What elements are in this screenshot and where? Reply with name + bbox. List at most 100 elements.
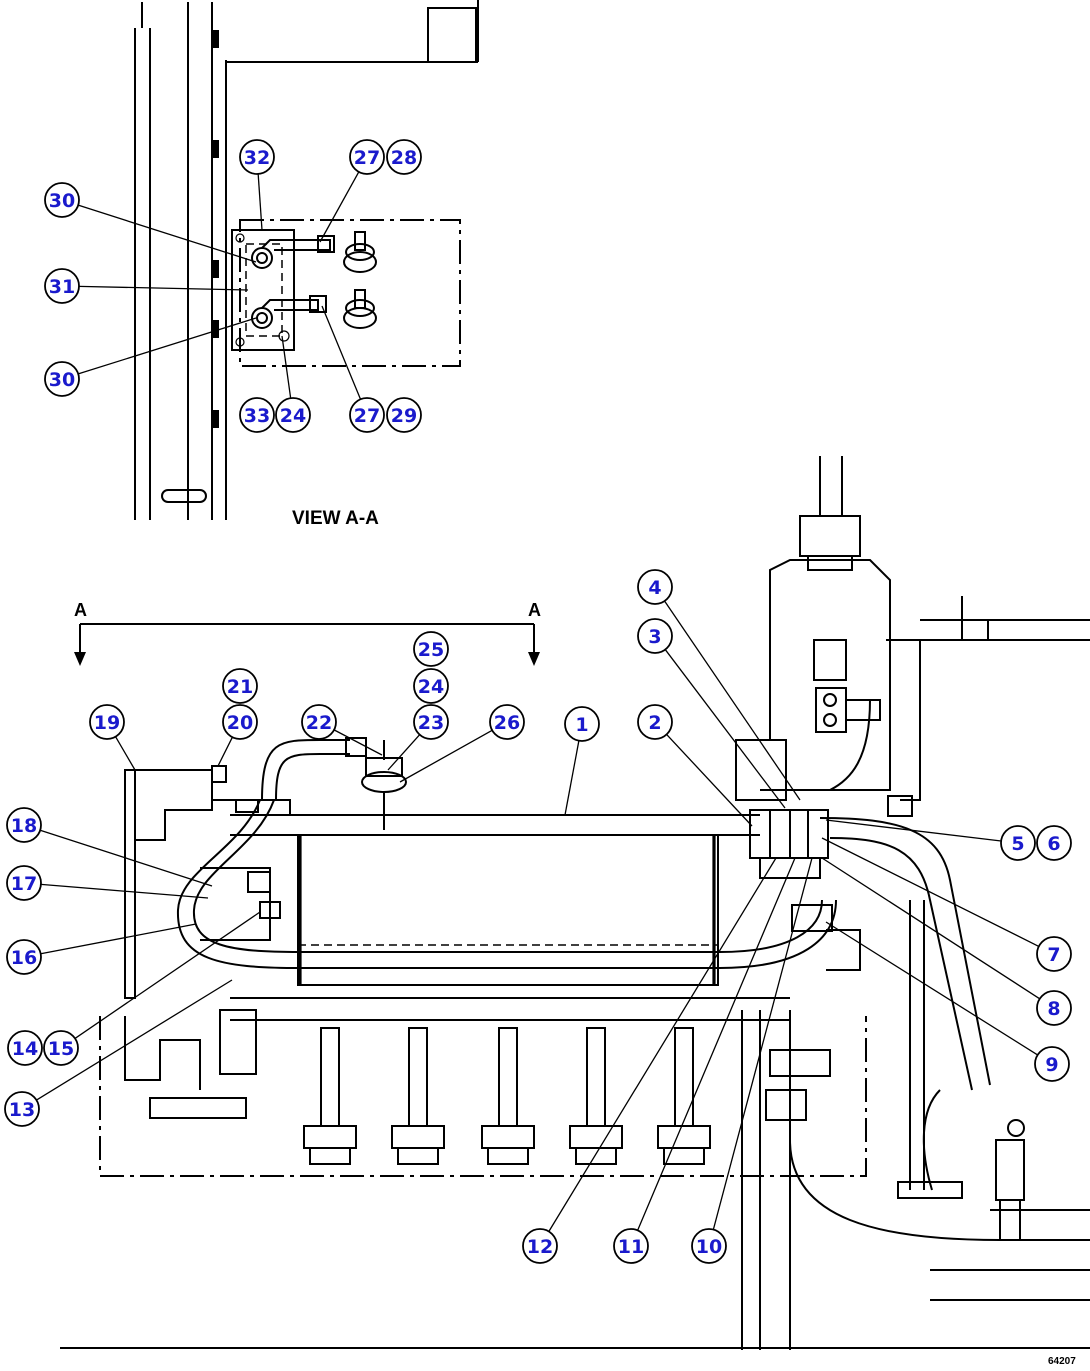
callout-17: 17 [6, 865, 209, 901]
leader-line [399, 729, 493, 783]
leader-line [637, 857, 796, 1231]
callout-number: 10 [696, 1236, 722, 1258]
leader-line [666, 733, 753, 827]
leader-line [821, 857, 1041, 1000]
leader-line [217, 736, 233, 767]
callout-9: 9 [825, 921, 1070, 1082]
callout-21: 21 [222, 668, 258, 704]
callout-6: 6 [1036, 825, 1072, 861]
bolt [657, 1027, 711, 1165]
callout-circle [44, 268, 80, 304]
callout-number: 19 [94, 712, 120, 734]
callout-11: 11 [613, 857, 796, 1264]
leader-line [333, 729, 383, 756]
callout-circle [489, 704, 525, 740]
callout-number: 12 [527, 1236, 553, 1258]
callout-circle [349, 397, 385, 433]
callout-number: 15 [48, 1038, 74, 1060]
callout-3: 3 [637, 618, 786, 809]
callout-circle [7, 1030, 43, 1066]
callout-circle [301, 704, 337, 740]
callout-number: 20 [227, 712, 253, 734]
callout-7: 7 [821, 837, 1072, 972]
callout-number: 13 [9, 1099, 35, 1121]
callout-circle [564, 706, 600, 742]
callout-24: 24 [413, 668, 449, 704]
callout-circle [222, 668, 258, 704]
top-hose [261, 737, 407, 830]
view-aa-bracket [231, 219, 461, 367]
drum-body [230, 814, 760, 986]
callout-circle [413, 668, 449, 704]
callout-circle [89, 704, 125, 740]
leader-line [825, 819, 1002, 842]
callout-30: 30 [44, 317, 257, 397]
leader-line [387, 734, 421, 771]
leader-line [39, 829, 213, 887]
callout-number: 16 [11, 947, 37, 969]
callout-16: 16 [6, 923, 197, 975]
leader-line [77, 204, 257, 263]
leader-line [825, 921, 1038, 1056]
callout-19: 19 [89, 704, 136, 771]
callout-number: 18 [11, 815, 37, 837]
leader-line [78, 317, 257, 375]
callout-circle [6, 865, 42, 901]
callout-circle [44, 182, 80, 218]
tube-loop [176, 799, 837, 969]
callout-number: 17 [11, 873, 37, 895]
callout-13: 13 [4, 979, 233, 1127]
callout-number: 29 [391, 405, 417, 427]
leader-line [74, 911, 261, 1039]
callout-number: 23 [418, 712, 444, 734]
callout-circle [239, 139, 275, 175]
leader-line [821, 837, 1040, 947]
callout-31: 31 [44, 268, 249, 304]
callout-circle [1036, 990, 1072, 1026]
bolt [303, 1027, 357, 1165]
callout-number: 32 [244, 147, 270, 169]
callout-circle [386, 397, 422, 433]
callout-15: 15 [43, 911, 261, 1066]
callout-number: 28 [391, 147, 417, 169]
callout-circle [349, 139, 385, 175]
leader-line [40, 923, 197, 955]
callout-number: 22 [306, 712, 332, 734]
right-tower [760, 456, 1090, 817]
leader-line [257, 173, 263, 231]
callout-30: 30 [44, 182, 257, 263]
callout-2: 2 [637, 704, 753, 827]
right-fitting-cluster [735, 739, 861, 971]
leader-line [319, 171, 360, 243]
view-label: VIEW A-A [292, 508, 379, 529]
drawing-number: 64207 [1048, 1356, 1076, 1367]
bolt [391, 1027, 445, 1165]
callout-circle [613, 1228, 649, 1264]
right-hose-curve [819, 817, 991, 1199]
leader-line [564, 740, 580, 816]
callout-number: 30 [49, 190, 75, 212]
section-marker-right: A [528, 600, 541, 620]
callout-number: 27 [354, 405, 380, 427]
callout-number: 24 [418, 676, 444, 698]
leader-line [548, 857, 777, 1232]
callout-circle [44, 361, 80, 397]
callout-circle [386, 139, 422, 175]
callout-18: 18 [6, 807, 213, 887]
callout-circle [4, 1091, 40, 1127]
callout-circle [43, 1030, 79, 1066]
left-housing [124, 765, 291, 999]
callout-circle [637, 618, 673, 654]
callout-27: 27 [319, 139, 385, 243]
callout-circle [413, 704, 449, 740]
callout-circle [691, 1228, 727, 1264]
callout-33: 33 [239, 397, 275, 433]
leader-line [40, 883, 209, 899]
bolt [481, 1027, 535, 1165]
leader-line [115, 736, 136, 771]
section-line-a [74, 623, 540, 666]
callout-5: 5 [825, 819, 1036, 861]
callout-26: 26 [399, 704, 525, 783]
